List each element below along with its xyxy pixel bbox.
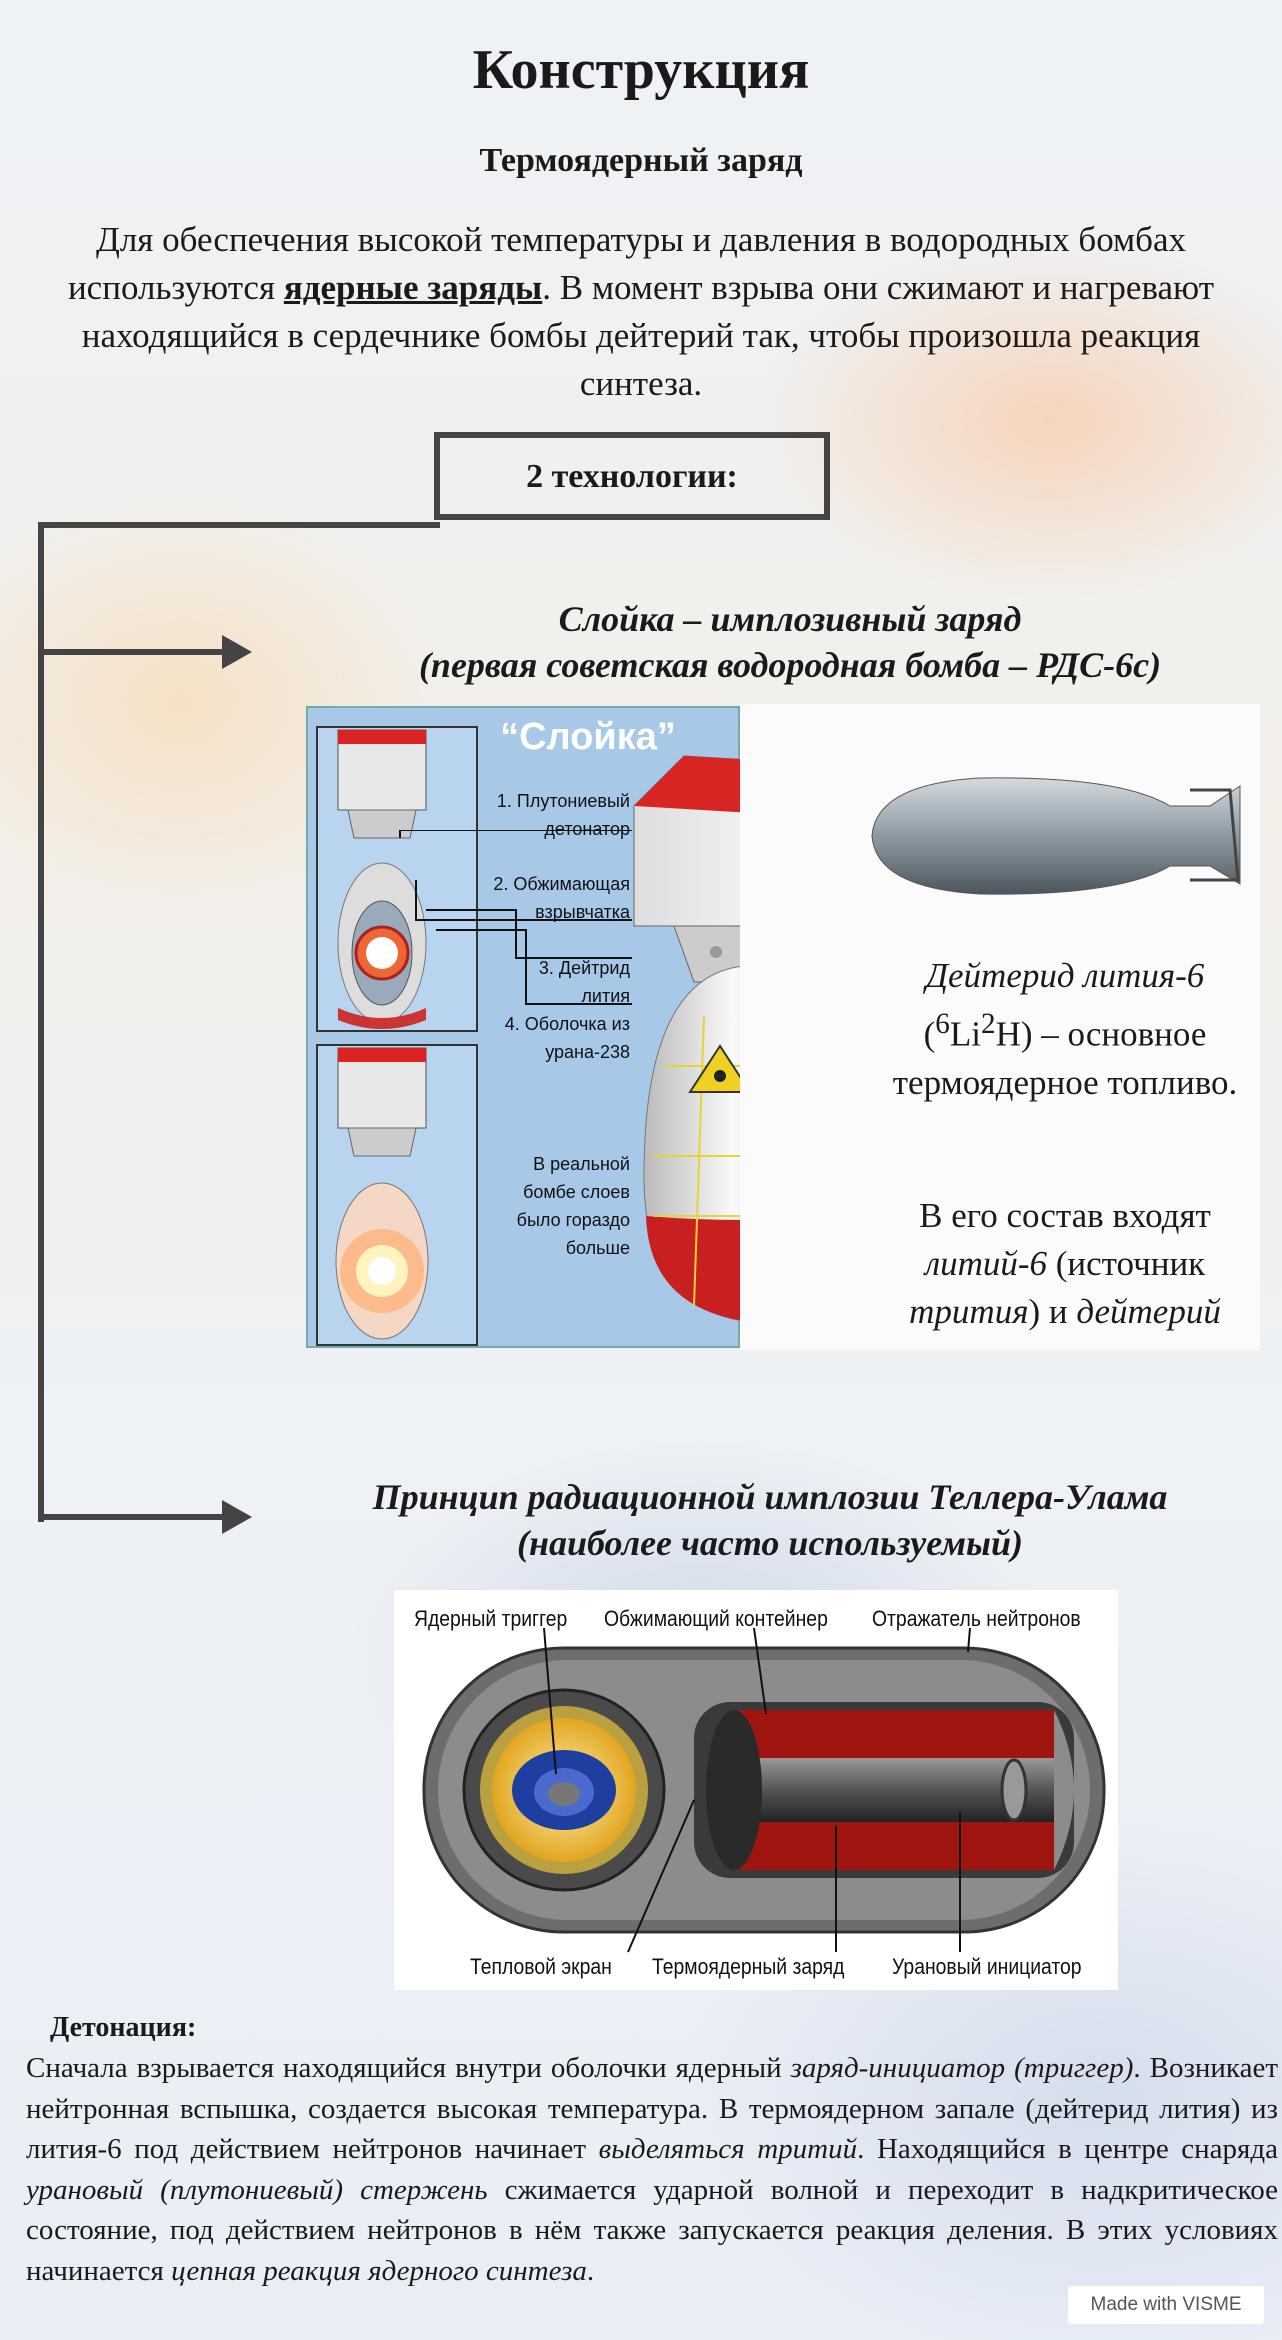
sloika-label-1b: детонатор — [544, 819, 630, 839]
sloika-label-2b: взрывчатка — [535, 902, 630, 922]
technologies-box — [434, 432, 830, 520]
arrow-right-icon — [222, 635, 252, 669]
sloika-note-3: было гораздо — [516, 1210, 630, 1230]
bracket-arrow-line-2 — [38, 1514, 228, 1520]
made-with-visme-badge[interactable]: Made with VISME — [1068, 2286, 1264, 2324]
reflector-label: Отражатель нейтронов — [872, 1606, 1081, 1631]
sloika-label-4: 4. Оболочка из — [504, 1014, 630, 1034]
fuel-description: Дейтерид лития-6 (6Li2H) – основное терм… — [880, 952, 1250, 1107]
composition-text-2: (источник — [1047, 1244, 1206, 1283]
fuel-h: H) – основное — [995, 1014, 1207, 1054]
nuclear-charges-link[interactable]: ядерные заряды — [283, 268, 543, 307]
sloika-label-1: 1. Плутониевый — [496, 791, 630, 811]
detonation-body: Сначала взрывается находящийся внутри об… — [26, 2048, 1278, 2291]
composition-description: В его состав входят литий-6 (источник тр… — [880, 1192, 1250, 1336]
det-s4-end: . — [586, 2254, 595, 2287]
sloika-note-2: бомбе слоев — [523, 1182, 630, 1202]
bracket-top-line — [38, 522, 440, 528]
uranium-initiator-label: Урановый инициатор — [892, 1954, 1082, 1979]
teller-ulam-title: Принцип радиационной имплозии Теллера-Ул… — [270, 1474, 1270, 1566]
intro-text-2: . В момент взрыва они сжимают и нагреваю… — [81, 268, 1215, 403]
sloika-label-3: 3. Дейтрид — [538, 958, 630, 978]
fuel-formula-open: ( — [923, 1014, 936, 1054]
sloika-title: Слойка – имплозивный заряд (первая совет… — [290, 596, 1282, 688]
det-s1-end: . — [1133, 2052, 1141, 2084]
fuel-sup-6: 6 — [935, 1008, 950, 1040]
thermonuclear-charge-label: Термоядерный заряд — [652, 1954, 845, 1979]
det-s3-it: урановый (плутониевый) стержень — [26, 2173, 488, 2206]
heat-shield-label: Тепловой экран — [470, 1954, 612, 1979]
sloika-cutaway-frame — [316, 726, 478, 1032]
det-s3-end: сжимается ударной волной и переходит в н… — [26, 2173, 1279, 2247]
det-s2-end: . — [857, 2133, 865, 2165]
container-label: Обжимающий контейнер — [604, 1606, 828, 1631]
sloika-note-4: больше — [565, 1238, 630, 1258]
sloika-diagram-title: “Слойка” — [500, 716, 676, 758]
det-s1-it: заряд-инициатор (триггер) — [790, 2052, 1134, 2084]
sloika-title-line1: Слойка – имплозивный заряд — [558, 599, 1022, 639]
det-s4: В этих условиях начинается — [26, 2214, 1278, 2287]
teller-title-line2: (наиболее часто используемый) — [517, 1523, 1023, 1563]
arrow-right-icon — [222, 1500, 252, 1534]
bracket-arrow-line-1 — [38, 649, 228, 655]
composition-tritium: трития — [909, 1292, 1029, 1331]
page-subtitle: Термоядерный заряд — [479, 142, 803, 179]
page-title: Конструкция — [472, 39, 810, 101]
intro-text-1: Для обеспечения высокой температуры и да… — [67, 220, 1187, 307]
sloika-cutaway-icon — [337, 729, 427, 1029]
det-s3: Находящийся в центре снаряда — [864, 2133, 1279, 2165]
intro-paragraph: Для обеспечения высокой температуры и да… — [20, 216, 1262, 408]
sloika-note-1: В реальной — [533, 1154, 630, 1174]
detonation-heading: Детонация: — [50, 2012, 197, 2043]
sloika-label-3b: лития — [581, 986, 630, 1006]
composition-lithium: литий-6 — [924, 1244, 1048, 1283]
composition-text-1: В его состав входят — [919, 1196, 1211, 1235]
det-s2-it: выделяться тритий — [598, 2133, 858, 2165]
composition-deuterium: дейтерий — [1076, 1292, 1221, 1331]
trigger-label: Ядерный триггер — [414, 1606, 568, 1631]
technologies-label: 2 технологии: — [526, 458, 738, 495]
fuel-sup-2: 2 — [980, 1008, 996, 1040]
sloika-explosion-frame — [316, 1044, 478, 1346]
fuel-rest: термоядерное топливо. — [892, 1062, 1238, 1102]
det-s2: Возникает нейтронная вспышка, создается … — [26, 2052, 1279, 2165]
sloika-label-2: 2. Обжимающая — [493, 874, 630, 894]
det-s4-it: цепная реакция ядерного синтеза — [171, 2254, 587, 2287]
teller-title-line1: Принцип радиационной имплозии Теллера-Ул… — [372, 1477, 1168, 1517]
sloika-leader-lines — [399, 830, 632, 1005]
det-s1: Сначала взрывается находящийся внутри об… — [26, 2052, 791, 2084]
sloika-label-4b: урана-238 — [545, 1042, 630, 1062]
sloika-explosion-icon — [335, 1047, 429, 1340]
fuel-li: Li — [949, 1014, 981, 1054]
sloika-title-line2: (первая советская водородная бомба – РДС… — [418, 645, 1162, 685]
bracket-vertical-line — [38, 522, 44, 1522]
rds6-bomb-photo — [871, 777, 1241, 895]
teller-ulam-schematic — [422, 1627, 1106, 1953]
composition-text-3: ) и — [1028, 1292, 1077, 1331]
fuel-name: Дейтерид лития-6 — [925, 956, 1205, 995]
